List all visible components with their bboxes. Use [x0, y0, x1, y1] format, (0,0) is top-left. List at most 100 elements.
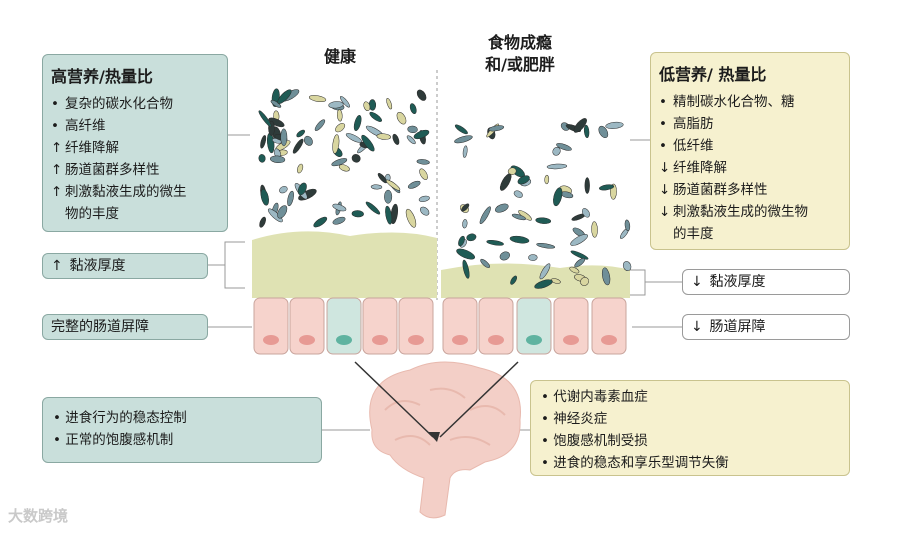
goblet-cell	[516, 297, 552, 355]
microbe	[406, 135, 416, 145]
arrow-up-icon: ↑	[51, 140, 63, 156]
microbe	[517, 175, 530, 185]
microbe	[480, 258, 491, 268]
microbe	[377, 173, 388, 184]
microbe	[454, 135, 473, 144]
poor-outcomes-list: • 代谢内毒素血症• 神经炎症• 饱腹感机制受损• 进食的稳态和享乐型调节失衡	[541, 386, 839, 474]
list-item: ↑纤维降解	[51, 137, 219, 159]
microbe	[332, 203, 347, 212]
microbe	[553, 187, 563, 207]
microbe	[528, 254, 538, 261]
microbe	[336, 109, 343, 122]
microbe	[260, 188, 269, 206]
barrier-down: ↓ 肠道屏障	[682, 314, 850, 340]
microbe	[335, 123, 346, 133]
microbe	[544, 174, 550, 185]
microbe	[308, 95, 327, 103]
microbe	[270, 100, 282, 108]
microbe	[269, 155, 286, 164]
heading-addiction: 食物成瘾 和/或肥胖	[485, 33, 555, 74]
microbe	[363, 101, 371, 111]
arrow-down-icon: ↓	[659, 204, 671, 220]
epithelial-cells	[253, 297, 627, 355]
list-item-label: 高纤维	[65, 118, 106, 134]
cell-nucleus	[336, 335, 352, 345]
microbe	[416, 159, 430, 165]
brain	[369, 361, 521, 519]
list-item-label: 物的丰度	[65, 206, 119, 222]
list-item: 的丰度	[659, 223, 841, 245]
list-item: •精制碳水化合物、糖	[659, 91, 841, 113]
list-item-label: 刺激黏液生成的微生	[65, 184, 187, 200]
microbe	[507, 167, 517, 176]
arrow-down-icon: ↓	[659, 182, 671, 198]
cell-nucleus	[299, 335, 315, 345]
microbe	[466, 233, 477, 242]
microbe	[280, 128, 288, 147]
list-item: • 饱腹感机制受损	[541, 433, 648, 449]
microbe	[570, 234, 588, 246]
intact-barrier: 完整的肠道屏障	[42, 314, 208, 340]
microbe	[499, 251, 510, 261]
microbe	[419, 206, 430, 216]
microbe	[332, 216, 346, 225]
microbe	[461, 203, 470, 212]
list-item: ↓刺激黏液生成的微生物	[659, 201, 841, 223]
mucus-thickness-up: ↑ 黏液厚度	[42, 253, 208, 279]
microbe	[513, 190, 523, 198]
microbe	[488, 125, 505, 132]
microbe	[277, 205, 288, 219]
cell-nucleus	[372, 335, 388, 345]
list-item-label: 的丰度	[673, 226, 714, 242]
microbe	[258, 110, 272, 128]
microbe	[570, 250, 589, 260]
microbe	[351, 154, 361, 163]
barrier-down-label: 肠道屏障	[709, 319, 766, 335]
microbe	[267, 208, 283, 223]
microbe	[365, 201, 381, 215]
cell-nucleus	[488, 335, 504, 345]
microbe	[509, 235, 530, 244]
list-item: 物的丰度	[51, 203, 219, 225]
bullet-icon: •	[659, 116, 667, 132]
list-item-label: 低纤维	[673, 138, 714, 154]
microbe	[622, 261, 632, 272]
microbe	[574, 258, 586, 268]
enterocyte-cell	[253, 297, 289, 355]
enterocyte-cell	[591, 297, 627, 355]
microbe	[458, 235, 465, 247]
microbe	[296, 129, 306, 138]
microbe	[546, 163, 568, 170]
microbe	[392, 133, 400, 145]
list-item: • 高脂肪	[659, 113, 841, 135]
mucus-thickness-down: ↓ 黏液厚度	[682, 269, 850, 295]
microbe	[376, 133, 391, 140]
microbe	[370, 184, 383, 190]
microbe	[601, 267, 611, 286]
list-item-label: 高脂肪	[673, 116, 714, 132]
mucus-thickness-down-label: 黏液厚度	[709, 274, 766, 290]
microbe	[605, 121, 624, 129]
microbe	[351, 210, 364, 218]
poor-diet-box: 低营养/ 热量比 •精制碳水化合物、糖•高脂肪•低纤维↓纤维降解↓肠道菌群多样性…	[650, 52, 850, 250]
microbe	[535, 217, 552, 224]
list-item: • 正常的饱腹感机制	[53, 432, 174, 448]
microbes-healthy	[258, 88, 430, 228]
microbe	[511, 213, 526, 221]
list-item: ↓肠道菌群多样性	[659, 179, 841, 201]
microbe	[386, 97, 393, 110]
arrow-up-icon: ↑	[51, 258, 63, 274]
healthy-outcomes-list: • 进食行为的稳态控制• 正常的饱腹感机制	[53, 407, 311, 451]
microbe	[591, 221, 598, 238]
cell-nucleus	[408, 335, 424, 345]
goblet-cell	[326, 297, 362, 355]
microbe	[407, 125, 418, 134]
healthy-diet-box: 高营养/热量比 •复杂的碳水化合物•高纤维↑纤维降解↑肠道菌群多样性↑刺激黏液生…	[42, 54, 228, 232]
enterocyte-cell	[553, 297, 589, 355]
arrow-up-icon: ↑	[51, 184, 63, 200]
microbe	[456, 248, 475, 260]
microbe	[385, 179, 401, 191]
microbe	[396, 111, 407, 125]
list-item: • 神经炎症	[541, 411, 608, 427]
